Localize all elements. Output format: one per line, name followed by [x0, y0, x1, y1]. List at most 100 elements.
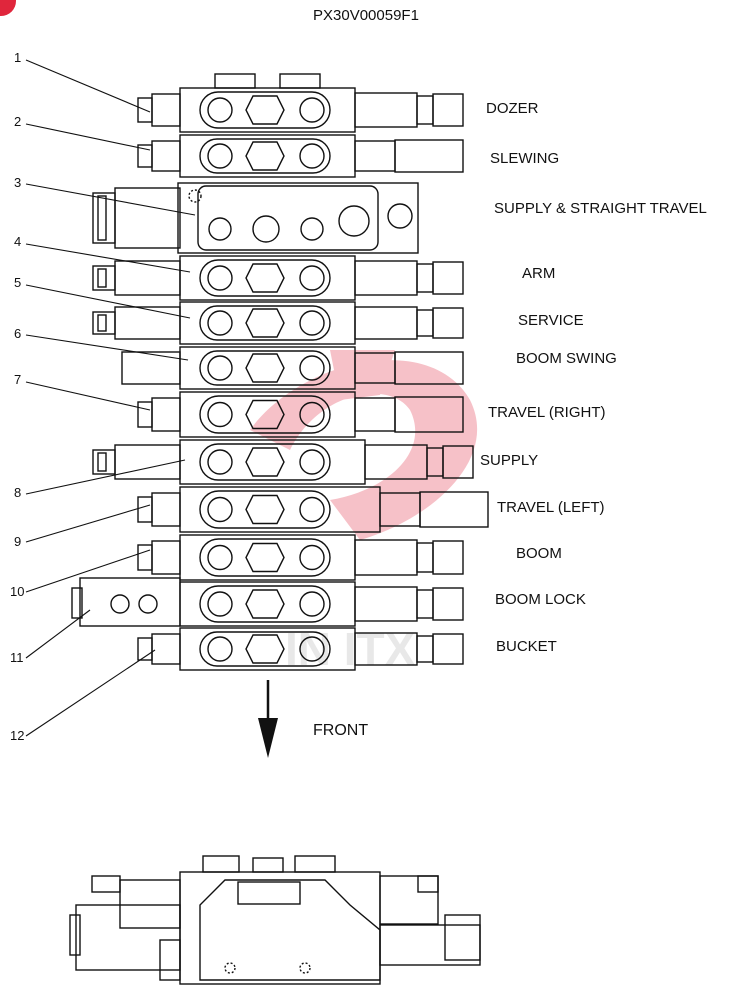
section-5-port-right [299, 310, 325, 336]
section-1-port-right [299, 97, 325, 123]
leader-5 [25, 284, 191, 319]
callout-4: 4 [14, 234, 22, 249]
section-7-spool-pod [199, 395, 331, 434]
top-nut-left [214, 73, 256, 89]
section-10-left-cap [151, 540, 181, 575]
label-service: SERVICE [518, 312, 584, 329]
section-11-boomlock-end [71, 587, 83, 619]
section-3-cover [197, 185, 379, 251]
callout-1: 1 [14, 50, 22, 65]
callout-3: 3 [14, 175, 22, 190]
section-10-right-detent [416, 542, 434, 573]
section-3-left-detent [97, 195, 107, 241]
section-5-left-spring-housing [114, 306, 181, 340]
section-8-spool-pod [199, 443, 331, 481]
section-11-right-detent [416, 589, 434, 619]
section-4-right-spring-housing [354, 260, 418, 296]
side-left-spool-housing [119, 879, 181, 929]
label-dozer: DOZER [486, 100, 539, 117]
section-1-left-plug [137, 97, 153, 123]
valve-sections [71, 73, 489, 671]
label-supply: SUPPLY [480, 452, 539, 469]
section-1-spool-pod [199, 91, 331, 129]
leader-1 [25, 59, 151, 113]
section-10-right-spring-housing [354, 539, 418, 576]
callout-5: 5 [14, 275, 22, 290]
section-12-right-detent [416, 635, 434, 663]
section-11-boomlock-port-2 [138, 594, 158, 614]
callout-12: 12 [10, 728, 25, 743]
section-4-body [179, 255, 356, 301]
section-12-port-right [299, 636, 325, 662]
section-7-left-plug [137, 401, 153, 428]
section-10-spool-pod [199, 538, 331, 577]
section-12-port-left [207, 636, 233, 662]
section-8-right-end [442, 445, 474, 479]
callout-9: 9 [14, 534, 22, 549]
section-7-left-cap [151, 397, 181, 432]
side-main-body [179, 871, 381, 985]
callout-11: 11 [10, 650, 24, 665]
side-left-port [69, 914, 81, 956]
section-3-body [177, 182, 419, 254]
section-4-port-left [207, 265, 233, 291]
side-right-cap [417, 875, 439, 893]
side-dot-1 [224, 962, 236, 974]
section-12-hex-nut [245, 634, 285, 664]
section-12-left-cap [151, 633, 181, 665]
section-3-left-end [92, 192, 116, 244]
section-9-right-plug [419, 491, 489, 528]
section-3-port-2 [252, 215, 280, 243]
section-11-right-end [432, 587, 464, 621]
section-2-spool-pod [199, 138, 331, 174]
section-8-hex-nut [245, 447, 285, 477]
section-5-left-detent [97, 314, 107, 332]
section-6-left-housing [121, 351, 181, 385]
section-9-port-right [299, 496, 325, 523]
section-3-port-4 [338, 205, 370, 237]
drawing-code: PX30V00059F1 [313, 7, 419, 24]
label-boom-lock: BOOM LOCK [495, 591, 586, 608]
leader-9 [25, 504, 151, 543]
section-9-hex-nut [245, 494, 285, 525]
leader-7 [25, 381, 151, 411]
section-9-spool-pod [199, 490, 331, 529]
side-label-plate [237, 881, 301, 905]
section-1-hex-nut [245, 95, 285, 125]
callout-10: 10 [10, 584, 25, 599]
section-7-right-plug [394, 396, 464, 433]
side-right-housing [379, 875, 439, 925]
callout-2: 2 [14, 114, 22, 129]
side-bottom-step [159, 939, 181, 981]
section-2-hex-nut [245, 141, 285, 171]
section-5-hex-nut [245, 308, 285, 338]
label-supply-straight-travel: SUPPLY & STRAIGHT TRAVEL [494, 200, 707, 217]
section-2-left-plug [137, 144, 153, 168]
side-dot-2 [299, 962, 311, 974]
label-arm: ARM [522, 265, 556, 282]
section-1-left-cap [151, 93, 181, 127]
leader-4 [25, 243, 191, 273]
section-5-right-spring-housing [354, 306, 418, 340]
section-3-dowel [188, 189, 202, 203]
side-right-tip [444, 914, 481, 961]
callout-8: 8 [14, 485, 22, 500]
section-5-spool-pod [199, 305, 331, 341]
leader-8 [25, 459, 186, 495]
section-7-port-left [207, 401, 233, 428]
label-boom: BOOM [516, 545, 562, 562]
section-6-port-right [299, 355, 325, 381]
label-boom-swing: BOOM SWING [516, 350, 617, 367]
section-10-right-end [432, 540, 464, 575]
section-12-right-end [432, 633, 464, 665]
section-11-spool-pod [199, 585, 331, 623]
section-4-left-detent [97, 268, 107, 288]
section-11-right-spring-housing [354, 586, 418, 622]
side-left-cap [91, 875, 121, 893]
section-4-spool-pod [199, 259, 331, 297]
section-1-port-left [207, 97, 233, 123]
label-travel-left: TRAVEL (LEFT) [497, 499, 605, 516]
side-left-block [75, 904, 181, 971]
section-4-right-end [432, 261, 464, 295]
